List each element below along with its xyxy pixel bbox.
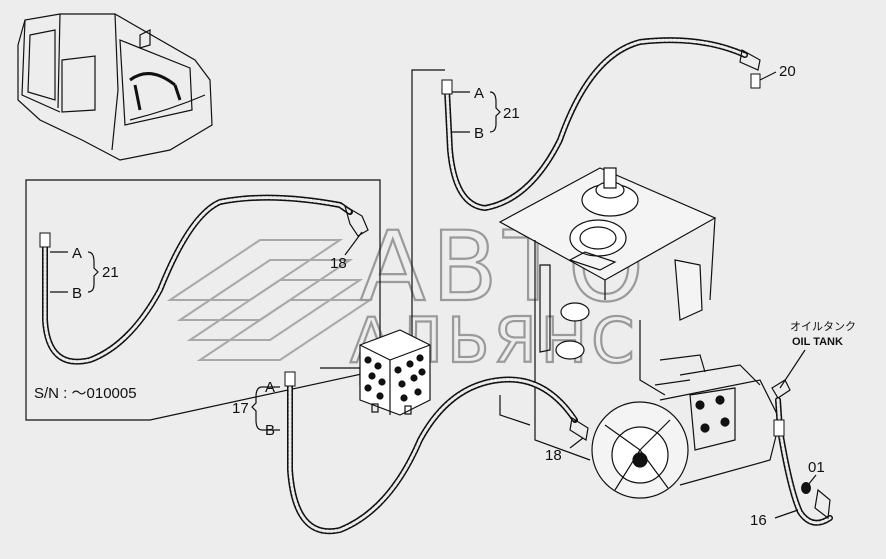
fitting-end [39,232,51,248]
excavator-thumbnail [17,13,213,161]
hose-21-top: A B 21 [441,37,761,212]
label-b-top: B [474,125,484,142]
oil-tank-callout: オイルタンク OIL TANK [771,320,856,399]
serial-number-text: S/N : ～010005 [34,385,137,402]
fitting-20: 20 [750,63,796,89]
part-label-21-inset: 21 [102,264,119,281]
part-label-18-inset: 18 [330,255,347,272]
part-label-16: 16 [750,512,767,529]
part-label-20: 20 [779,63,796,80]
oil-tank-label-en: OIL TANK [792,336,843,348]
label-b-lower: B [265,422,275,439]
label-a-lower: A [265,379,275,396]
hose-17: A B 17 18 [232,371,589,535]
hydraulic-pump [591,354,781,499]
hose-16: 01 16 [750,397,833,529]
part-label-17: 17 [232,400,249,417]
serial-inset: 18 A B 21 S/N : ～010005 [25,179,381,421]
pilot-valve-block [359,329,431,416]
part-label-01: 01 [808,459,825,476]
oil-tank-label-jp: オイルタンク [790,320,856,333]
label-b-inset: B [72,285,82,302]
leader-line [411,69,445,340]
part-label-21-top: 21 [503,105,520,122]
label-a-top: A [474,85,484,102]
oil-tank [498,167,717,461]
part-label-18-main: 18 [545,447,562,464]
label-a-inset: A [72,245,82,262]
